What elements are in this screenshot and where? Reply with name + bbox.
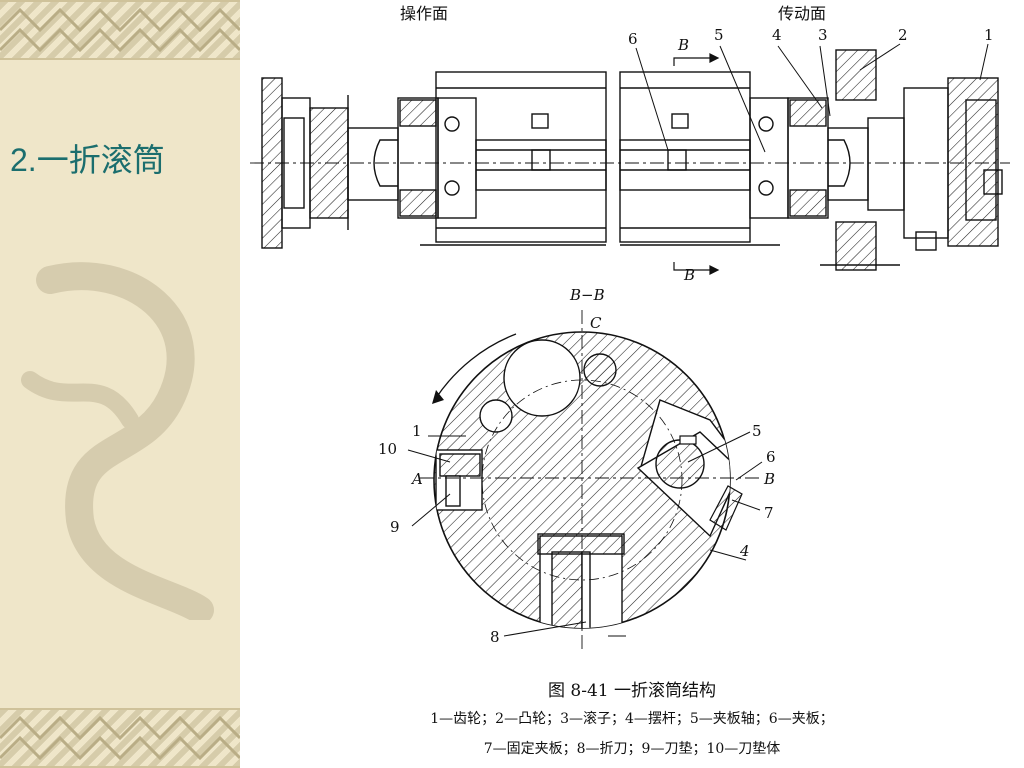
section-title: B−B (570, 286, 605, 304)
border-pattern-icon (0, 715, 240, 761)
top-view-assembly (261, 49, 1003, 271)
legend-line-1: 1—齿轮；2—凸轮；3—滚子；4—摆杆；5—夹板轴；6—夹板； (430, 711, 834, 727)
figure-caption: 图 8-41 一折滚筒结构 (548, 681, 716, 701)
part-number-4: 4 (772, 26, 782, 44)
sidebar: 2.一折滚筒 (0, 0, 240, 768)
legend-line-2: 7—固定夹板；8—折刀；9—刀垫；10—刀垫体 (483, 741, 781, 757)
label-drive-side: 传动面 (778, 4, 827, 23)
top-view-leaders (635, 43, 989, 153)
point-a-label: A (412, 470, 423, 488)
part-number-2: 2 (898, 26, 908, 44)
part-number-6: 6 (628, 30, 638, 48)
section-number-10: 10 (378, 440, 398, 458)
figure-panel: 操作面 传动面 B B 6 5 4 3 2 1 B−B C A B 1 10 9… (240, 0, 1024, 768)
section-number-9: 9 (390, 518, 400, 536)
section-number-5: 5 (752, 422, 762, 440)
label-operating-side: 操作面 (400, 4, 449, 23)
section-marker-top: B (678, 36, 690, 54)
decorative-border-top (0, 0, 240, 60)
mechanical-drawing (250, 43, 1010, 650)
section-view (407, 310, 763, 650)
ink-watermark-icon (21, 262, 214, 620)
section-number-7: 7 (764, 504, 774, 522)
border-pattern-icon (0, 7, 240, 53)
slide-title: 2.一折滚筒 (10, 142, 165, 178)
section-cut-markers (673, 53, 720, 275)
part-number-5: 5 (714, 26, 724, 44)
section-number-6: 6 (766, 448, 776, 466)
section-number-4: 4 (740, 542, 750, 560)
part-number-1: 1 (984, 26, 994, 44)
decorative-border-bottom (0, 708, 240, 768)
section-number-1: 1 (412, 422, 422, 440)
point-c-label: C (590, 314, 602, 332)
point-b-label: B (764, 470, 776, 488)
section-marker-bottom: B (684, 266, 696, 284)
part-number-3: 3 (818, 26, 828, 44)
section-number-8: 8 (490, 628, 500, 646)
